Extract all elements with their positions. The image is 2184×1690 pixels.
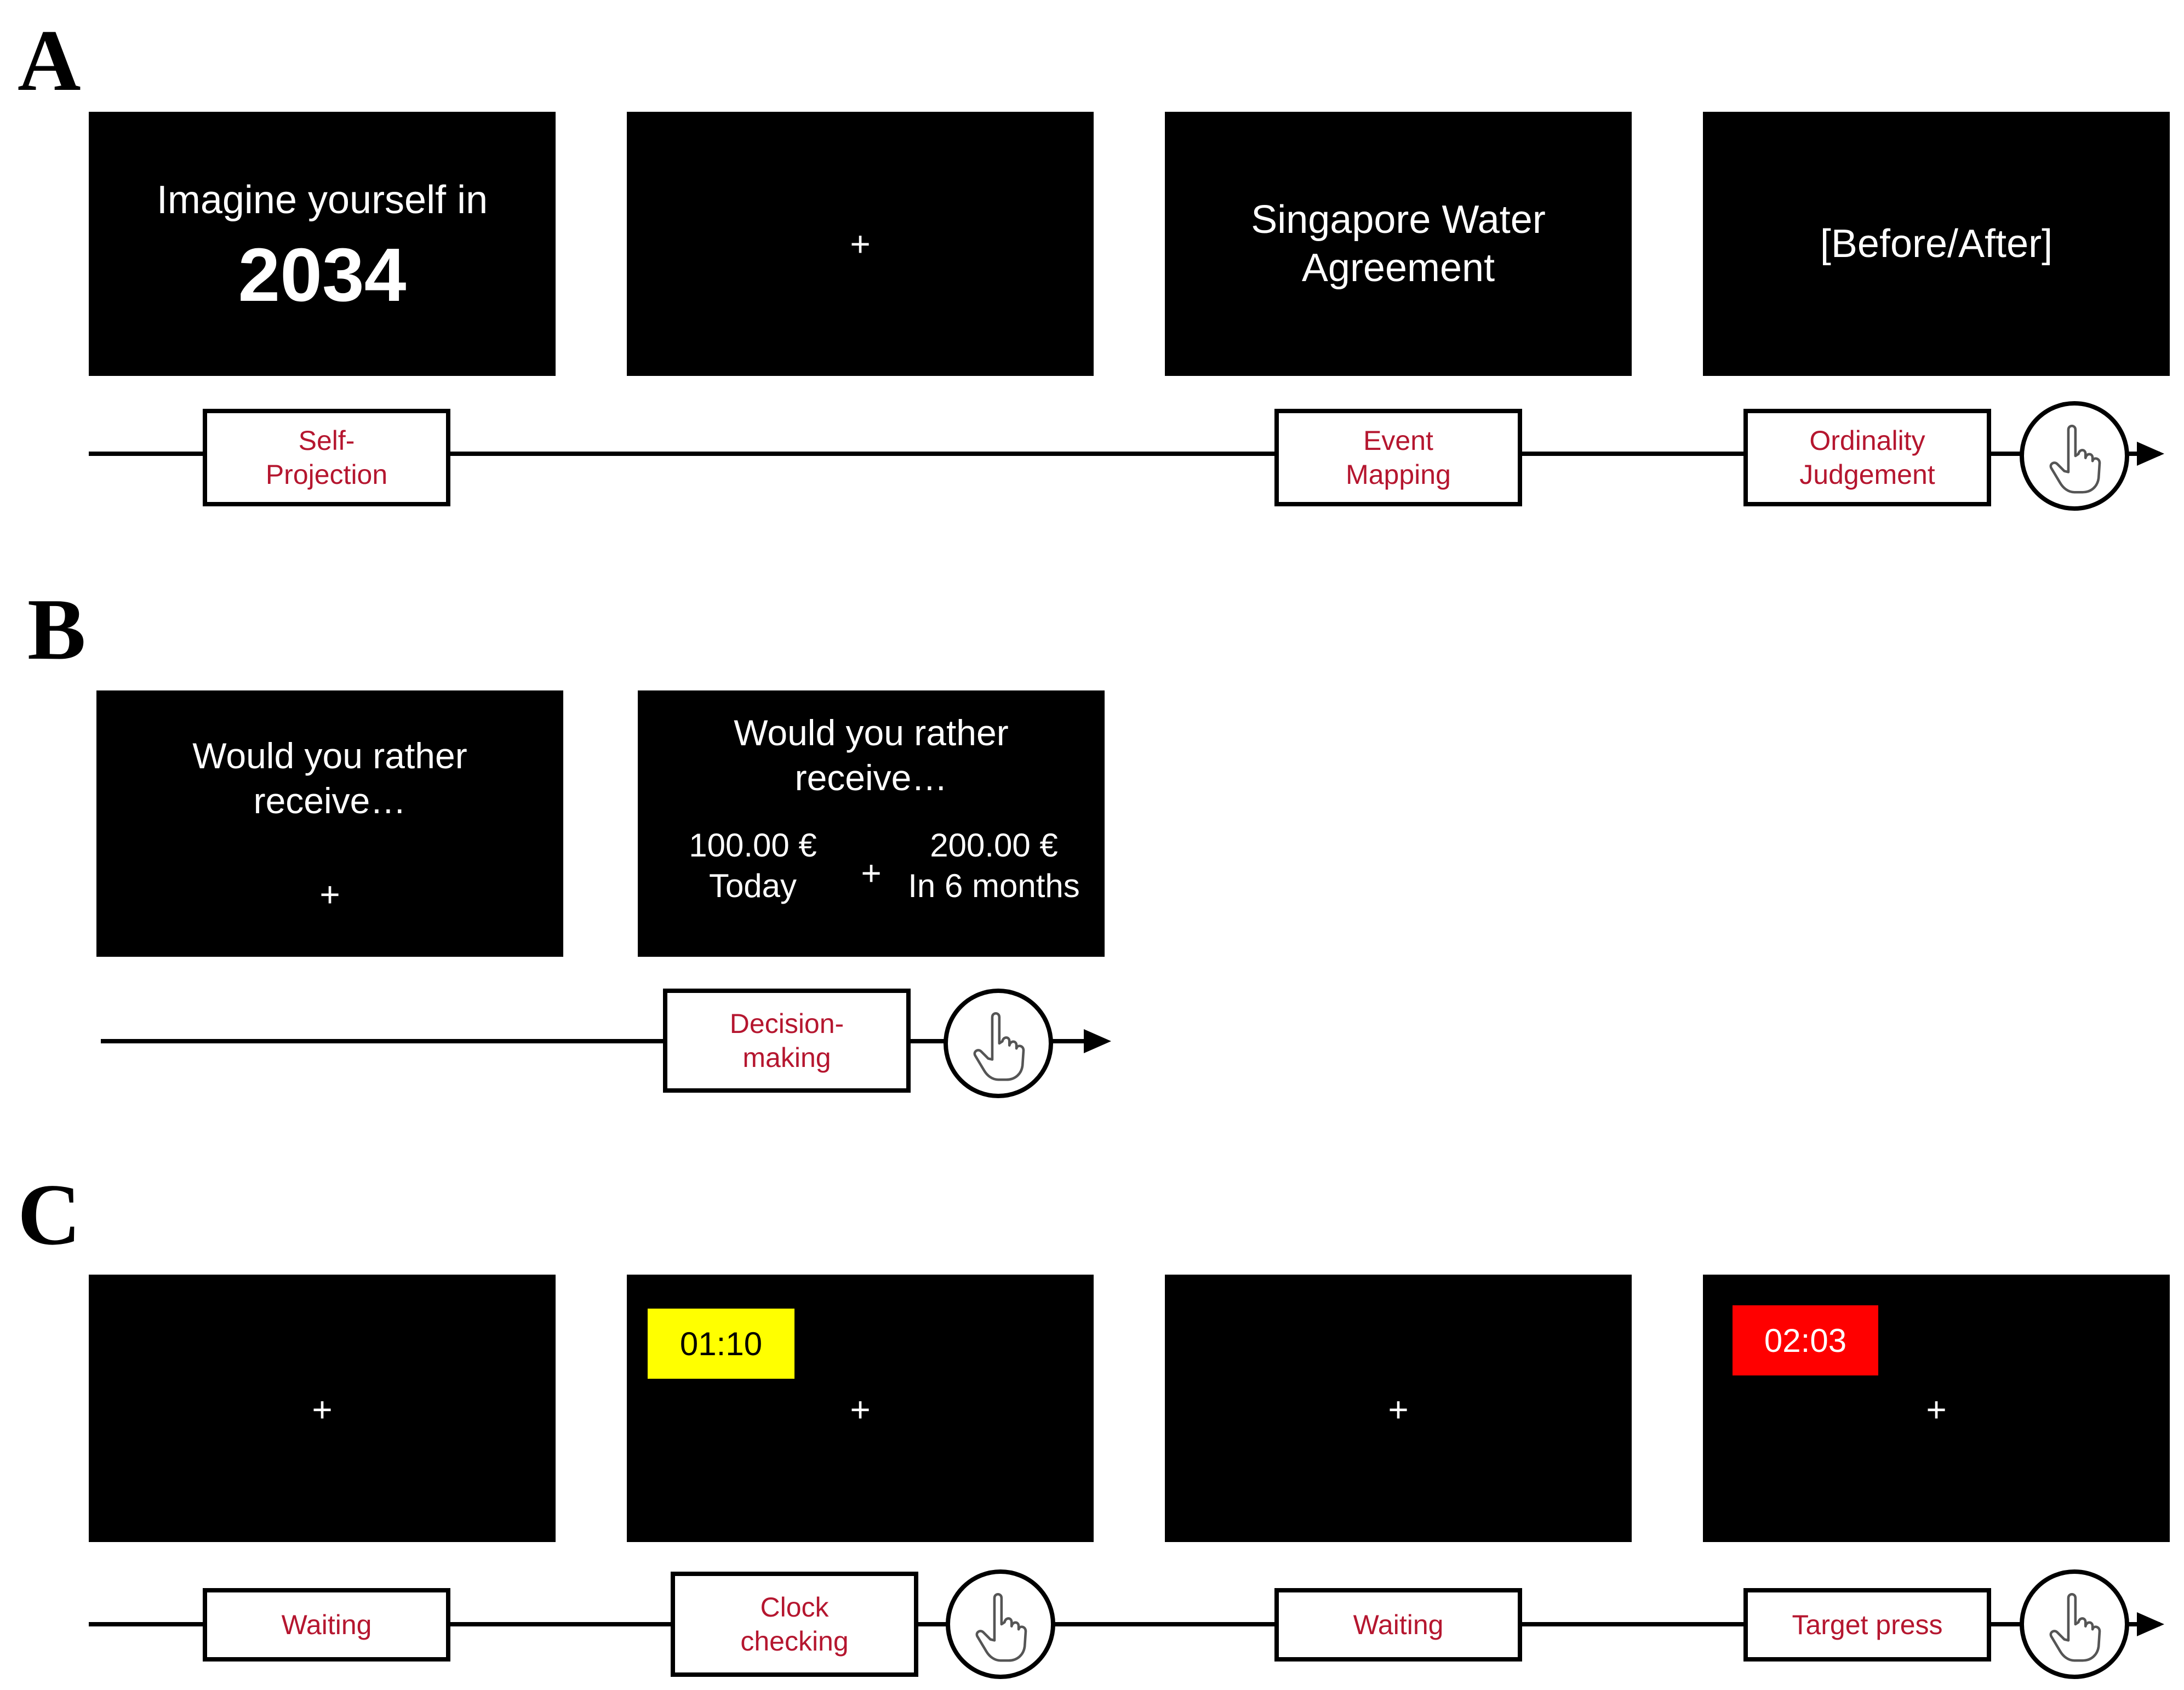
- label-clock-checking: Clock checking: [671, 1572, 918, 1677]
- label-ordinality-judgement: Ordinality Judgement: [1743, 409, 1991, 506]
- event-name-line1: Singapore Water: [1251, 198, 1546, 242]
- panel-b-letter: B: [27, 580, 86, 678]
- option-right-time: In 6 months: [908, 867, 1080, 904]
- label-waiting-2: Waiting: [1274, 1588, 1522, 1662]
- clock-display-yellow: 01:10: [648, 1309, 794, 1379]
- fixation-cross: +: [312, 1390, 333, 1429]
- screen-a4: [Before/After]: [1703, 112, 2170, 376]
- fixation-cross: +: [861, 853, 882, 893]
- fixation-cross: +: [850, 224, 871, 264]
- timeline-c: [89, 1622, 2160, 1626]
- self-projection-prompt: Imagine yourself in: [156, 178, 488, 222]
- fixation-cross: +: [319, 875, 340, 914]
- before-after-prompt: [Before/After]: [1820, 222, 2053, 266]
- screen-a1: Imagine yourself in 2034: [89, 112, 556, 376]
- label-target-press: Target press: [1743, 1588, 1991, 1662]
- clock-display-red: 02:03: [1733, 1305, 1878, 1375]
- option-left-amount: 100.00 €: [689, 827, 817, 864]
- fixation-cross: +: [850, 1390, 871, 1429]
- option-left-time: Today: [708, 867, 797, 904]
- fixation-cross: +: [1388, 1390, 1409, 1429]
- hand-press-icon: [944, 989, 1053, 1098]
- label-event-mapping: Event Mapping: [1274, 409, 1522, 506]
- hand-press-icon: [2020, 1569, 2129, 1679]
- timeline-a: [89, 452, 2160, 456]
- screen-c3: +: [1165, 1275, 1632, 1542]
- fixation-cross: +: [1926, 1390, 1947, 1429]
- panel-c-letter: C: [18, 1166, 81, 1263]
- question-line2: receive…: [794, 757, 948, 798]
- screen-c1: +: [89, 1275, 556, 1542]
- screen-c2: 01:10 +: [627, 1275, 1094, 1542]
- hand-press-icon: [2020, 401, 2129, 511]
- hand-press-icon: [946, 1569, 1055, 1679]
- timeline-b: [101, 1039, 1087, 1043]
- screen-b2: Would you rather receive… 100.00 € Today…: [638, 690, 1105, 957]
- screen-a2: +: [627, 112, 1094, 376]
- question-line1: Would you rather: [734, 712, 1009, 753]
- screen-a3: Singapore Water Agreement: [1165, 112, 1632, 376]
- panel-a-letter: A: [18, 12, 81, 109]
- screen-b1: Would you rather receive… +: [96, 690, 563, 957]
- event-name-line2: Agreement: [1301, 246, 1495, 290]
- timeline-a-arrow: [2137, 442, 2164, 466]
- question-line2: receive…: [253, 780, 407, 821]
- question-line1: Would you rather: [192, 735, 467, 776]
- label-decision-making: Decision- making: [663, 989, 911, 1093]
- label-waiting-1: Waiting: [203, 1588, 450, 1662]
- timeline-c-arrow: [2137, 1612, 2164, 1636]
- label-self-projection: Self- Projection: [203, 409, 450, 506]
- projection-year: 2034: [238, 233, 407, 317]
- timeline-b-arrow: [1084, 1029, 1111, 1053]
- screen-c4: 02:03 +: [1703, 1275, 2170, 1542]
- option-right-amount: 200.00 €: [930, 827, 1058, 864]
